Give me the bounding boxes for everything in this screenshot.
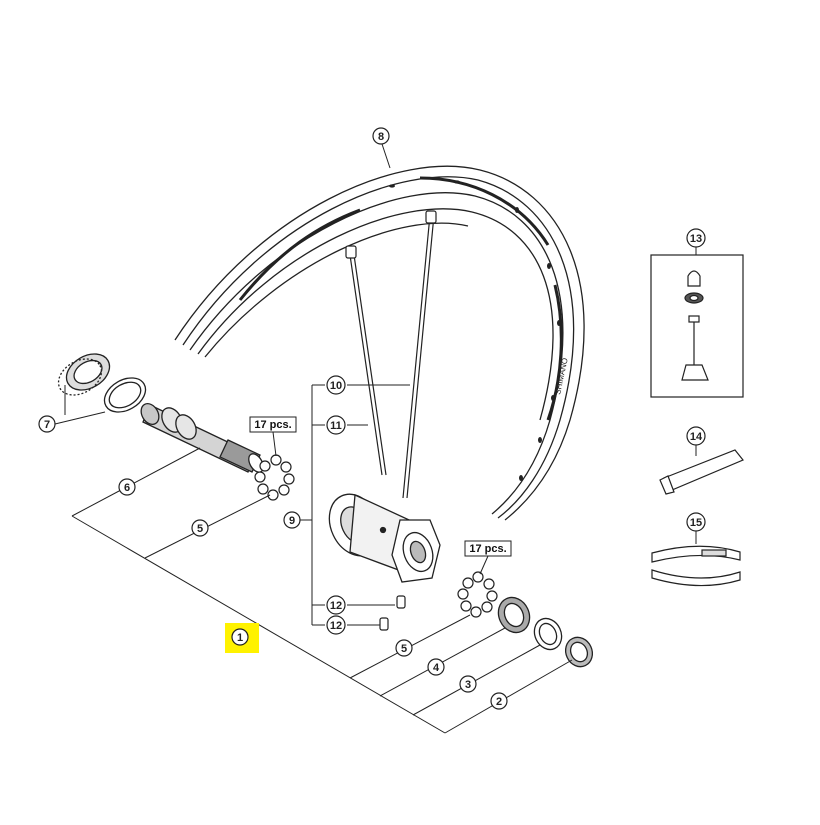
callout-10-label: 10 bbox=[330, 380, 342, 392]
callout-9-circle bbox=[283, 511, 301, 529]
callout-2-circle bbox=[490, 692, 508, 710]
callout-7-label: 7 bbox=[44, 419, 50, 431]
callout-14-label: 14 bbox=[690, 431, 703, 443]
rim bbox=[174, 165, 585, 521]
callout-6-circle bbox=[118, 478, 136, 496]
callout-4-circle bbox=[427, 658, 445, 676]
callout-6-label: 6 bbox=[124, 482, 130, 494]
cone-nut bbox=[497, 596, 531, 634]
spoke-heads bbox=[345, 210, 437, 259]
callout-12b-circle bbox=[326, 615, 346, 635]
callout-13-circle bbox=[686, 228, 706, 248]
callout-7-circle bbox=[38, 415, 56, 433]
qty-box-right bbox=[464, 540, 512, 557]
callout-5b-label: 5 bbox=[401, 643, 407, 655]
callout-15-label: 15 bbox=[690, 517, 702, 529]
callout-12a-label: 12 bbox=[330, 600, 342, 612]
qty-label-left: 17 pcs. bbox=[254, 419, 291, 431]
spoke-wrench bbox=[659, 449, 744, 495]
axle bbox=[140, 403, 264, 473]
callout-3-circle bbox=[459, 675, 477, 693]
washer-ring bbox=[103, 377, 147, 413]
callout-10-circle bbox=[326, 375, 346, 395]
lock-nut bbox=[564, 636, 594, 668]
callout-13-label: 13 bbox=[690, 233, 702, 245]
spoke-nipples bbox=[379, 595, 406, 631]
callout-5a-label: 5 bbox=[197, 523, 203, 535]
callout-1-label: 1 bbox=[237, 632, 243, 644]
qty-box-left bbox=[249, 416, 297, 433]
leader-lines bbox=[54, 143, 697, 734]
callout-11-label: 11 bbox=[330, 420, 342, 432]
hub-body bbox=[328, 493, 441, 583]
lock-ring bbox=[57, 353, 111, 396]
callout-3-label: 3 bbox=[465, 679, 471, 691]
seal-ring bbox=[533, 617, 563, 651]
valve-parts bbox=[681, 270, 709, 381]
ball-bearings-right bbox=[457, 571, 498, 618]
callout-9-label: 9 bbox=[289, 515, 295, 527]
callout-12b-label: 12 bbox=[330, 620, 342, 632]
callout-14-circle bbox=[686, 426, 706, 446]
callout-8-label: 8 bbox=[378, 131, 384, 143]
ball-bearings-left bbox=[254, 454, 295, 501]
callout-11-circle bbox=[326, 415, 346, 435]
spokes bbox=[349, 214, 435, 499]
callout-2-label: 2 bbox=[496, 696, 502, 708]
callout-8-circle bbox=[372, 127, 390, 145]
callout-4-label: 4 bbox=[433, 662, 440, 674]
tire-lever bbox=[651, 545, 741, 587]
rim-spoke-holes bbox=[389, 180, 561, 481]
callout-15-circle bbox=[686, 512, 706, 532]
qty-label-right: 17 pcs. bbox=[469, 543, 506, 555]
callout-12a-circle bbox=[326, 595, 346, 615]
callout-5a-circle bbox=[191, 519, 209, 537]
callout-1-circle bbox=[231, 628, 249, 646]
callout-5b-circle bbox=[395, 639, 413, 657]
